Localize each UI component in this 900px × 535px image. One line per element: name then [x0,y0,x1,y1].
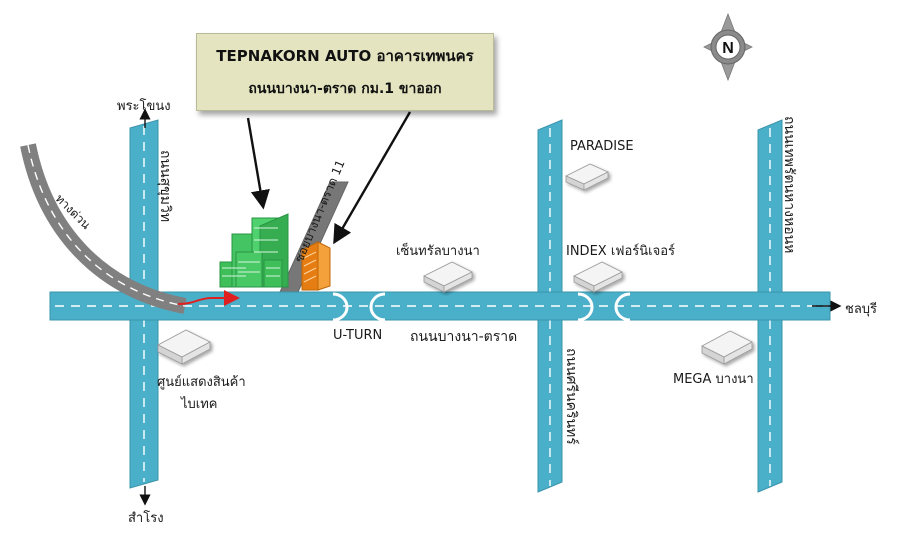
label-east-destination: ชลบุรี [845,302,878,317]
callout-address: ถนนบางนา-ตราด กม.1 ขาออก [248,81,442,97]
landmark-box-bitec [157,329,211,365]
road-main-horizontal [49,291,831,321]
callout-pointer-orange [333,111,412,245]
label-right-vertical-road: ถนนเทพรัตนหางหอนห [781,116,797,254]
landmark-box-mega [701,330,753,365]
label-middle-vertical-road: ถนนศรีนครินทร์ [563,348,579,445]
green-buildings-icon [219,213,289,288]
u-turn-markers [332,292,631,322]
label-paradise: PARADISE [570,139,634,154]
landmark-box-index [573,261,623,293]
callout-pointer-green [246,117,270,210]
label-main-road: ถนนบางนา-ตราด [410,329,518,345]
callout-title: TEPNAKORN AUTO อาคารเทพนคร [216,47,474,65]
route-arrow [177,290,240,306]
orange-building-icon [301,241,331,291]
landmark-box-paradise [565,163,609,191]
landmark-box-central [423,261,473,293]
label-north-destination: พระโขนง [117,99,171,114]
location-callout: TEPNAKORN AUTO อาคารเทพนคร ถนนบางนา-ตราด… [196,33,494,111]
expressway [20,143,187,314]
label-left-vertical-road: ถนนสุขุมวิท [157,150,173,223]
label-bitec-line1: ศูนย์แสดงสินค้า [157,375,246,390]
label-bitec-line2: ไบเทค [181,397,218,412]
label-mega: MEGA บางนา [673,372,754,387]
compass-rose-icon: N [703,12,753,82]
label-central: เซ็นทรัลบางนา [396,244,480,259]
compass-north-label: N [722,40,734,57]
label-u-turn: U-TURN [333,328,383,343]
label-index: INDEX เฟอร์นิเจอร์ [566,244,675,259]
label-south-destination: สำโรง [128,511,164,526]
